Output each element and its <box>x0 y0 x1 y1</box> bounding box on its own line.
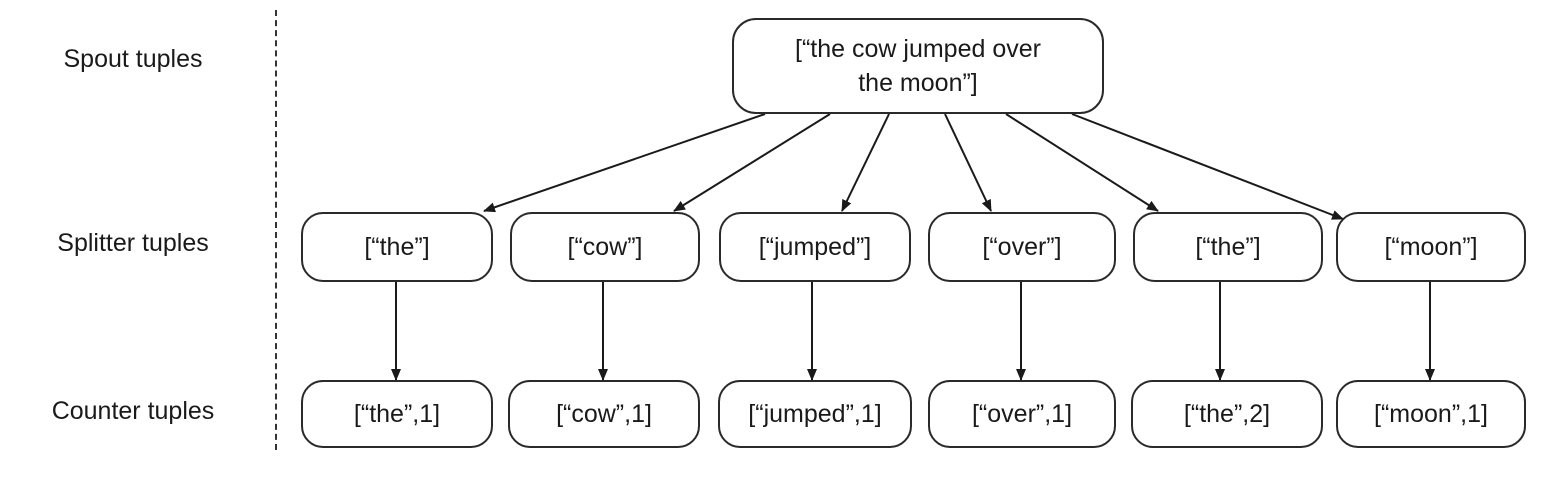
edge-spout-to-splitter-6 <box>1071 113 1344 220</box>
counter-tuple-node: [“the”,1] <box>301 380 493 448</box>
counter-tuple-text: [“moon”,1] <box>1374 400 1488 428</box>
splitter-tuple-text: [“jumped”] <box>758 233 872 261</box>
counter-tuple-text: [“the”,1] <box>353 400 441 428</box>
splitter-tuple-text: [“moon”] <box>1384 233 1478 261</box>
splitter-tuple-node: [“moon”] <box>1336 212 1526 282</box>
counter-tuple-text: [“cow”,1] <box>556 400 652 428</box>
edge-spout-to-splitter-5 <box>1005 113 1159 212</box>
splitter-tuple-node: [“jumped”] <box>719 212 911 282</box>
splitter-tuple-node: [“the”] <box>301 212 493 282</box>
row-label-spout: Spout tuples <box>63 45 203 73</box>
splitter-tuple-text: [“the”] <box>364 233 430 261</box>
splitter-tuple-node: [“over”] <box>928 212 1116 282</box>
splitter-tuple-node: [“the”] <box>1133 212 1323 282</box>
counter-tuple-node: [“moon”,1] <box>1336 380 1526 448</box>
splitter-tuple-text: [“the”] <box>1195 233 1261 261</box>
edge-spout-to-splitter-3 <box>841 113 890 212</box>
splitter-tuple-node: [“cow”] <box>510 212 700 282</box>
splitter-tuple-text: [“cow”] <box>567 233 643 261</box>
spout-tuple-node: [“the cow jumped over the moon”] <box>732 18 1104 114</box>
counter-tuple-node: [“jumped”,1] <box>718 380 912 448</box>
counter-tuple-text: [“the”,2] <box>1183 400 1271 428</box>
counter-tuple-node: [“over”,1] <box>928 380 1116 448</box>
counter-tuple-text: [“jumped”,1] <box>748 400 882 428</box>
edge-spout-to-splitter-4 <box>944 113 992 212</box>
counter-tuple-node: [“cow”,1] <box>508 380 700 448</box>
counter-tuple-text: [“over”,1] <box>971 400 1073 428</box>
splitter-tuple-text: [“over”] <box>982 233 1062 261</box>
row-divider <box>275 10 277 450</box>
counter-tuple-node: [“the”,2] <box>1131 380 1323 448</box>
spout-tuple-text: [“the cow jumped over the moon”] <box>795 35 1041 97</box>
row-label-counter: Counter tuples <box>51 397 215 425</box>
row-label-splitter: Splitter tuples <box>57 229 209 257</box>
edge-spout-to-splitter-2 <box>673 113 831 212</box>
edge-spout-to-splitter-1 <box>483 113 766 213</box>
